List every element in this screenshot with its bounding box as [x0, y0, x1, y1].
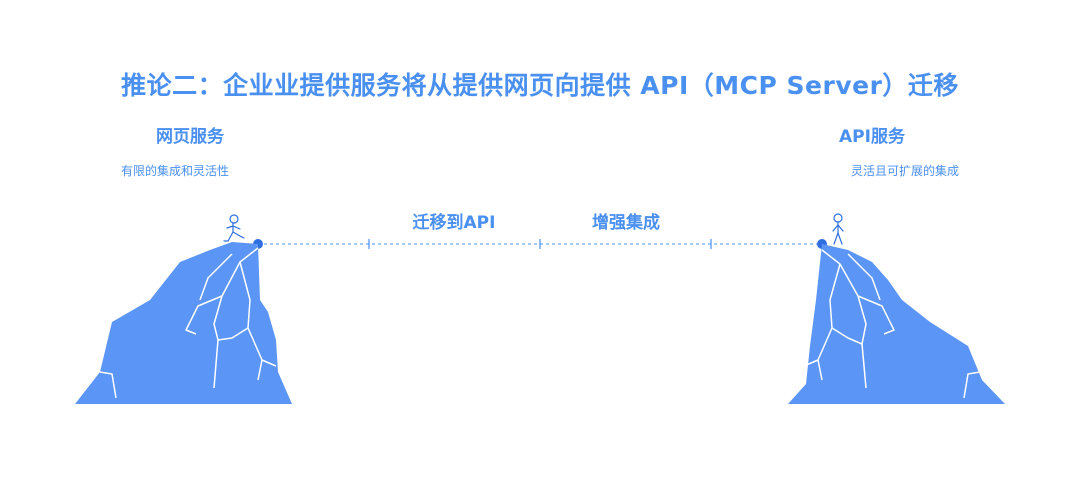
path-label-migrate: 迁移到API	[412, 213, 496, 233]
path-label-integrate: 增强集成	[592, 213, 660, 233]
web-service-title: 网页服务	[156, 127, 224, 147]
left-person-icon	[223, 214, 245, 242]
api-service-subtitle: 灵活且可扩展的集成	[850, 164, 959, 178]
left-cliff	[75, 242, 292, 404]
api-service-title: API服务	[839, 127, 905, 147]
right-person-icon	[832, 213, 844, 245]
diagram-title: 推论二：企业业提供服务将从提供网页向提供 API（MCP Server）迁移	[121, 71, 959, 100]
web-service-subtitle: 有限的集成和灵活性	[120, 164, 229, 178]
right-cliff	[788, 244, 1005, 404]
